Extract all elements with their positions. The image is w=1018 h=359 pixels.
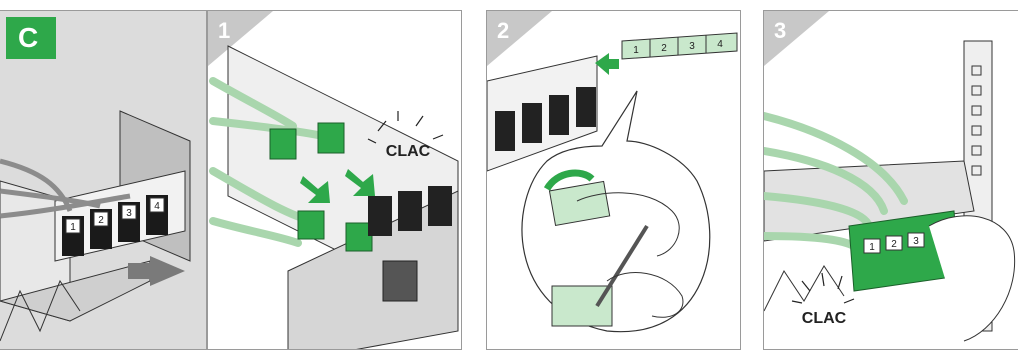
clac-sound-text: CLAC (386, 143, 431, 160)
label-arrow-icon (595, 53, 619, 75)
strip-label-3: 3 (689, 41, 695, 52)
illustration-label-insert: 1 2 3 CLAC (764, 11, 1016, 342)
port-label-2: 2 (891, 239, 897, 250)
port-label-3: 3 (913, 236, 919, 247)
peel-arrow-icon (543, 169, 595, 192)
pencil-icon (595, 224, 649, 308)
strip-label-1: 1 (633, 45, 639, 56)
push-arrow-icon (128, 256, 185, 286)
step-badge: C (6, 17, 56, 59)
illustration-connector-clip: CLAC (208, 11, 459, 349)
strip-label-2: 2 (661, 43, 667, 54)
step-badge: 1 (218, 18, 231, 43)
step-badge: 3 (774, 18, 787, 43)
panel-step-2: 1 2 3 4 2 (486, 10, 741, 350)
illustration-patch-panel-insert: 1 2 3 4 (0, 11, 206, 349)
label-sheet-icon (548, 180, 613, 327)
panel-step-c: 1 2 3 4 C (0, 10, 207, 350)
illustration-label-writing: 1 2 3 4 (487, 11, 738, 333)
port-label-2: 2 (98, 215, 104, 226)
port-label-3: 3 (126, 208, 132, 219)
port-label-4: 4 (154, 201, 160, 212)
port-label-1: 1 (869, 242, 875, 253)
panel-step-1: CLAC 1 (207, 10, 462, 350)
clac-sound-text: CLAC (802, 310, 847, 327)
port-label-1: 1 (70, 222, 76, 233)
insert-arrow-icon (300, 169, 375, 203)
panel-step-3: 1 2 3 CLAC 3 (763, 10, 1018, 350)
label-strip: 1 2 3 4 (621, 32, 738, 60)
step-badge: 2 (497, 18, 510, 43)
strip-label-4: 4 (717, 39, 723, 50)
